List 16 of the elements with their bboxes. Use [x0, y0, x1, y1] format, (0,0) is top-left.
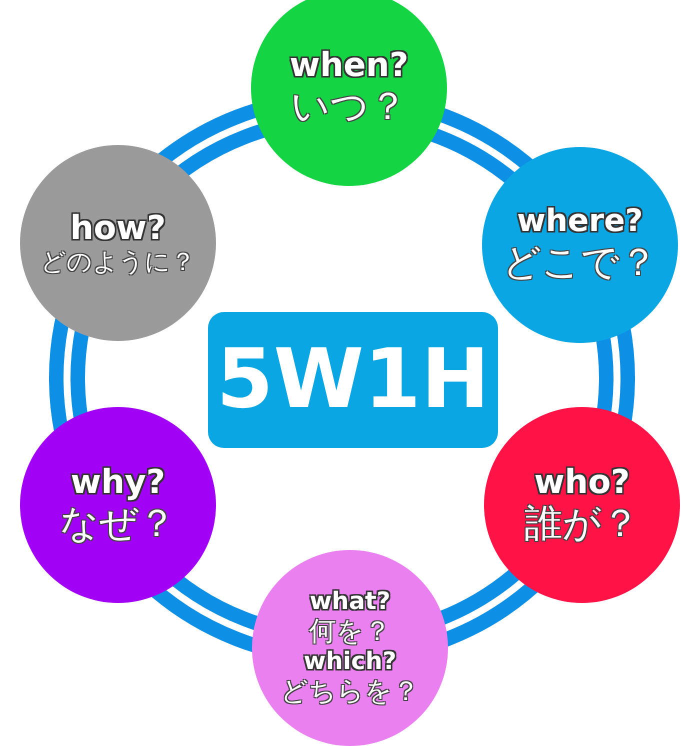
question-word: where? — [516, 204, 644, 240]
question-translation: 誰が？ — [524, 501, 640, 547]
question-word: which? — [304, 648, 396, 676]
title-text: 5W1H — [216, 332, 490, 428]
question-word: how? — [70, 209, 166, 247]
question-word: when? — [290, 46, 408, 84]
question-translation: どのように？ — [40, 246, 196, 277]
question-translation: どこで？ — [502, 240, 658, 286]
question-word: who? — [534, 463, 630, 502]
question-translation: 何を？ — [309, 616, 391, 648]
question-word: why? — [70, 463, 166, 502]
question-word: what? — [310, 588, 390, 616]
title-box — [208, 312, 498, 448]
question-translation: どちらを？ — [280, 676, 420, 708]
question-translation: なぜ？ — [60, 501, 176, 547]
question-translation: いつ？ — [291, 84, 407, 130]
